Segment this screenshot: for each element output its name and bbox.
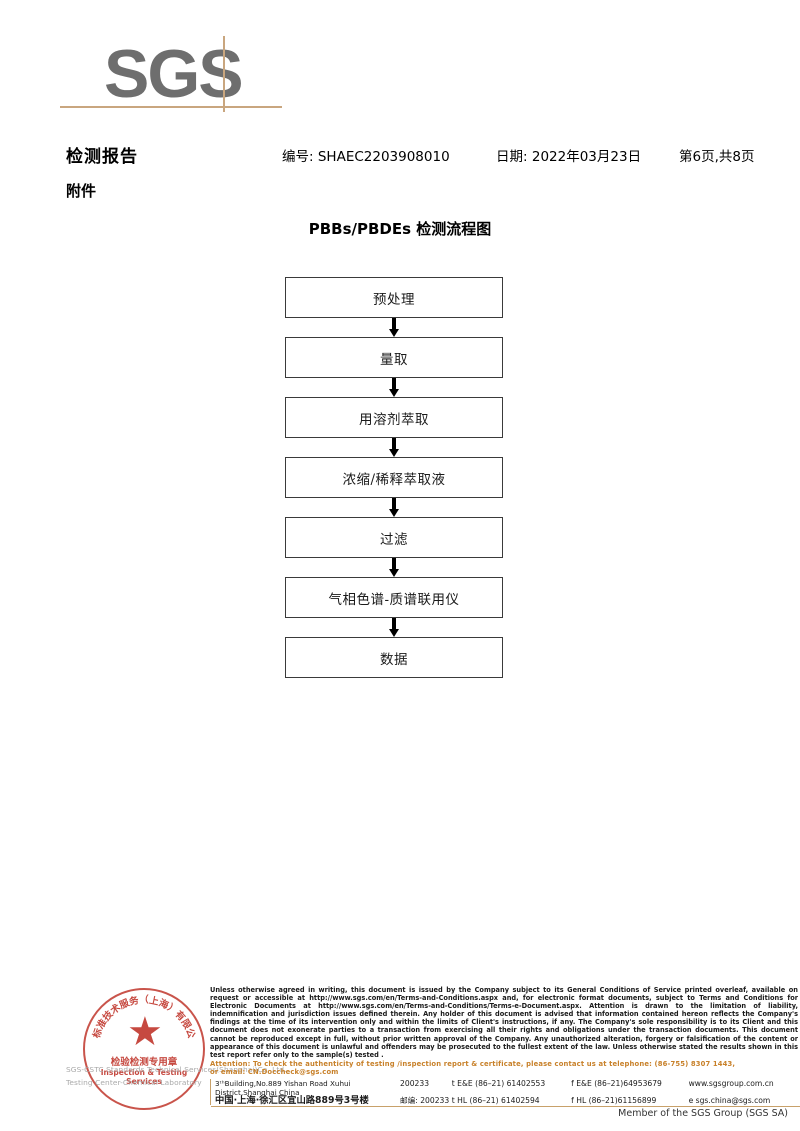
flow-arrow-3: [285, 438, 503, 457]
flow-node-measure: 量取: [285, 337, 503, 378]
address-tel2-cn: f HL (86–21)61156899: [571, 1096, 657, 1106]
flow-node-data: 数据: [285, 637, 503, 678]
report-header: 检测报告 编号: SHAEC2203908010 日期: 2022年03月23日…: [66, 142, 766, 202]
flow-node-filter: 过滤: [285, 517, 503, 558]
attention-line-2: or email: CN.Doccheck@sgs.com: [210, 1068, 339, 1077]
flow-arrow-5: [285, 558, 503, 577]
address-zip-cn: 邮编: 200233: [400, 1096, 450, 1106]
seal-watermark-text: SGS-CSTC Standards Technical Services(Sh…: [66, 1063, 326, 1089]
attachment-label: 附件: [66, 182, 97, 200]
flow-arrow-4: [285, 498, 503, 517]
legal-terms-text: Unless otherwise agreed in writing, this…: [210, 986, 798, 1059]
report-number-value: SHAEC2203908010: [317, 149, 450, 165]
report-date: 日期: 2022年03月23日: [496, 145, 641, 165]
address-tel2-en: f E&E (86–21)64953679: [571, 1079, 662, 1089]
address-street-en: 3ᵗʰBuilding,No.889 Yishan Road Xuhui Dis…: [215, 1079, 351, 1098]
watermark-line-1: SGS-CSTC Standards Technical Services(Sh…: [66, 1065, 287, 1074]
flow-node-concentrate: 浓缩/稀释萃取液: [285, 457, 503, 498]
address-row-english: 3ᵗʰBuilding,No.889 Yishan Road Xuhui Dis…: [215, 1079, 798, 1097]
page-footer: Unless otherwise agreed in writing, this…: [210, 986, 800, 1108]
page-counter: 第6页,共8页: [679, 149, 755, 165]
address-block: 3ᵗʰBuilding,No.889 Yishan Road Xuhui Dis…: [210, 1079, 800, 1108]
attention-line-1: Attention: To check the authenticity of …: [210, 1059, 736, 1068]
address-tel1-cn: t HL (86–21) 61402594: [451, 1096, 540, 1106]
address-street-cn: 中国·上海·徐汇区宜山路889号3号楼: [215, 1095, 369, 1107]
report-number: 编号: SHAEC2203908010: [282, 145, 450, 165]
seal-english-label: Inspection & Testing Services: [100, 1068, 188, 1086]
address-separator-rule: [211, 1105, 800, 1108]
sgs-logo-text: SGS: [104, 36, 244, 112]
logo-horizontal-rule: [60, 106, 282, 108]
address-zip-en: 200233: [400, 1079, 430, 1089]
address-email: e sgs.china@sgs.com: [688, 1096, 771, 1106]
page-title: 检测报告: [66, 147, 138, 167]
star-icon: ★: [127, 1009, 163, 1054]
flowchart-title: PBBs/PBDEs 检测流程图: [308, 220, 492, 238]
address-tel1-en: t E&E (86–21) 61402553: [451, 1079, 546, 1089]
company-seal-stamp: 标准技术服务（上海）有限公 ★ 检验检测专用章 Inspection & Tes…: [83, 988, 205, 1110]
flow-arrow-6: [285, 618, 503, 637]
legal-paragraph: Unless otherwise agreed in writing, this…: [210, 986, 798, 1059]
seal-outer-ring: [83, 988, 205, 1110]
report-number-label: 编号:: [282, 149, 314, 165]
report-date-value: 2022年03月23日: [531, 149, 642, 165]
address-website: www.sgsgroup.com.cn: [688, 1079, 774, 1089]
attention-notice: Attention: To check the authenticity of …: [210, 1060, 798, 1077]
header-row: 检测报告 编号: SHAEC2203908010 日期: 2022年03月23日…: [66, 142, 766, 170]
sgs-logo: SGS: [60, 36, 282, 120]
address-row-chinese: 中国·上海·徐汇区宜山路889号3号楼 邮编: 200233 t HL (86–…: [215, 1092, 798, 1107]
sgs-group-membership: Member of the SGS Group (SGS SA): [618, 1108, 788, 1119]
flow-node-extract: 用溶剂萃取: [285, 397, 503, 438]
flow-arrow-2: [285, 378, 503, 397]
report-date-label: 日期:: [496, 149, 528, 165]
flow-arrow-1: [285, 318, 503, 337]
flow-node-pretreat: 预处理: [285, 277, 503, 318]
flow-node-gcms: 气相色谱-质谱联用仪: [285, 577, 503, 618]
watermark-line-2: Testing Center-Chemical Laboratory: [66, 1078, 202, 1087]
flowchart: 预处理 量取 用溶剂萃取 浓缩/稀释萃取液 过滤 气相色谱-质谱联用仪 数据: [285, 277, 503, 678]
seal-chinese-label: 检验检测专用章: [110, 1057, 178, 1068]
logo-vertical-rule: [223, 36, 225, 112]
